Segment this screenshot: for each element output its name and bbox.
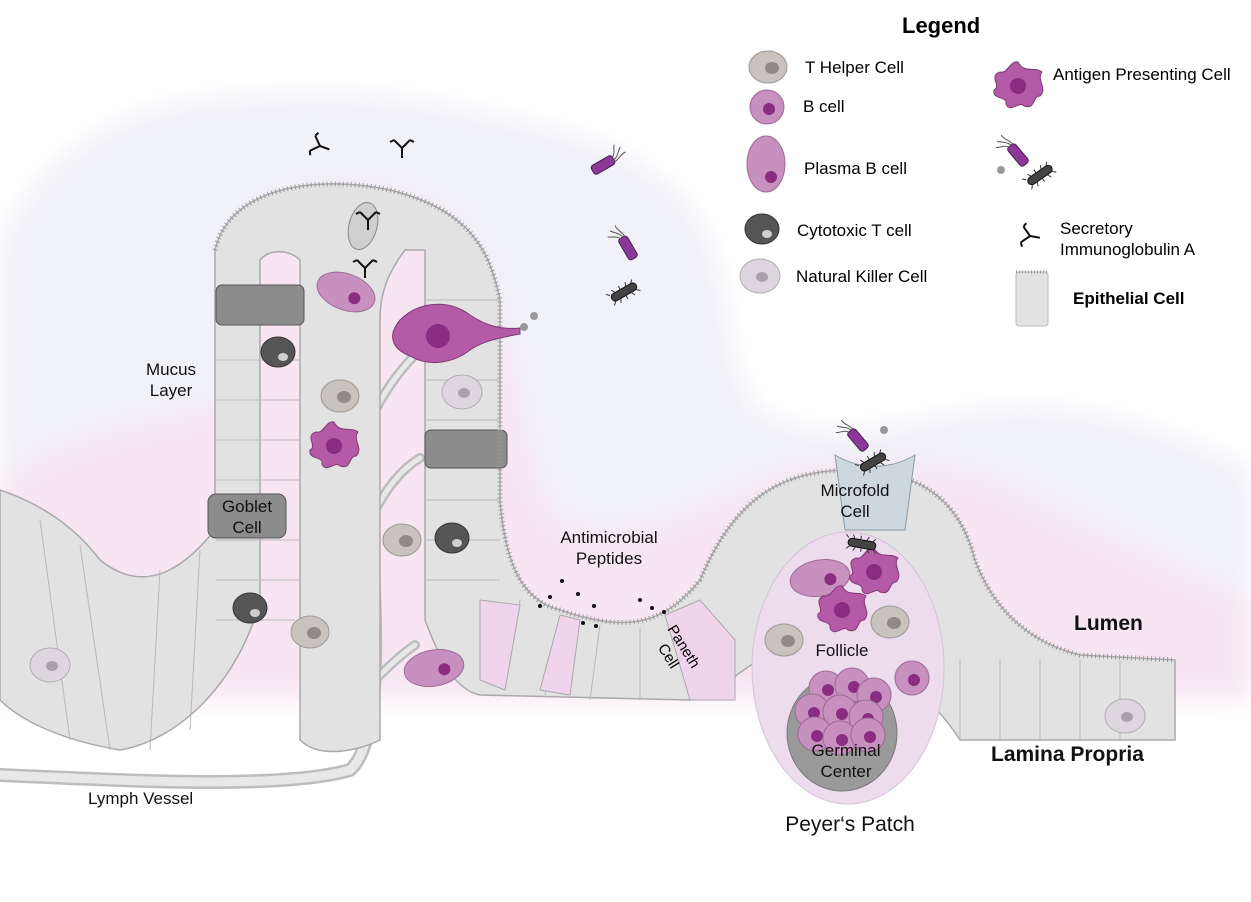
goblet-cell: [215, 284, 305, 326]
legend-title: Legend: [902, 13, 981, 38]
t-helper-cell-icon: [748, 50, 788, 84]
microfold-label-line1: Microfold: [820, 481, 890, 500]
antimicrobial-label-line1: Antimicrobial: [560, 528, 658, 547]
cytotoxic-t-cell-icon: [744, 213, 780, 245]
germinal-center-label: Germinal Center: [796, 740, 896, 782]
mucus-label-line2: Layer: [149, 381, 193, 400]
microfold-label-line2: Cell: [840, 502, 870, 521]
lumen-label: Lumen: [1074, 612, 1143, 635]
legend-label-epithelial: Epithelial Cell: [1073, 289, 1185, 308]
goblet-cell: [207, 493, 287, 539]
goblet-cell-label: Goblet Cell: [208, 496, 286, 538]
mucus-layer-label: Mucus Layer: [132, 359, 210, 401]
lymph-vessel-label: Lymph Vessel: [88, 789, 194, 808]
mucus-label-line1: Mucus: [145, 360, 197, 379]
bacteria-antigen-icon: [991, 131, 1058, 192]
plasma-b-cell-icon: [746, 135, 786, 193]
legend-label-b-cell: B cell: [803, 97, 845, 116]
epithelial-cell-icon: [1015, 270, 1049, 327]
legend-label-t-helper: T Helper Cell: [805, 58, 904, 77]
scene-cells: [29, 130, 1146, 734]
antigen-presenting-cell-icon: [993, 61, 1044, 109]
legend-label-apc: Antigen Presenting Cell: [1053, 65, 1231, 84]
follicle-label: Follicle: [815, 641, 869, 660]
b-cell-icon: [749, 89, 785, 125]
antimicrobial-peptides-label: Antimicrobial Peptides: [544, 527, 674, 569]
legend-label-siga: Secretory Immunoglobulin A: [1060, 219, 1196, 259]
goblet-label-line2: Cell: [232, 518, 262, 537]
germinal-label-line1: Germinal: [811, 741, 881, 760]
legend-label-plasma-b-cell: Plasma B cell: [804, 159, 907, 178]
goblet-label-line1: Goblet: [221, 497, 273, 516]
legend-icons: [739, 50, 1058, 327]
antimicrobial-label-line2: Peptides: [575, 549, 643, 568]
goblet-cell: [424, 429, 508, 469]
natural-killer-cell-icon: [739, 258, 781, 294]
peyers-patch-label: Peyer‘s Patch: [785, 813, 915, 836]
microfold-cell-label: Microfold Cell: [815, 480, 895, 522]
secretory-iga-icon: [1019, 221, 1043, 251]
microfold-cell: [834, 454, 916, 531]
legend-label-cytotoxic-t: Cytotoxic T cell: [797, 221, 912, 240]
lamina-propria-label: Lamina Propria: [991, 743, 1144, 766]
legend-label-nk: Natural Killer Cell: [796, 267, 928, 286]
germinal-label-line2: Center: [820, 762, 872, 781]
